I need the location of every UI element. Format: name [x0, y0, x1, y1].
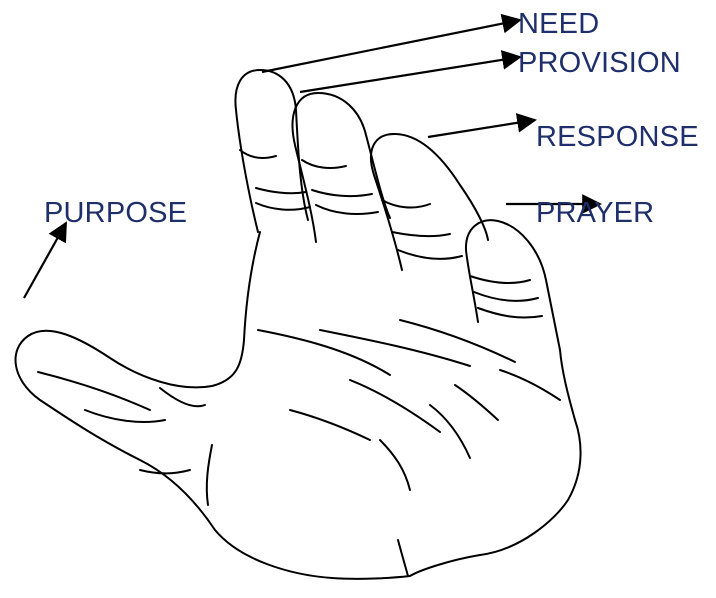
label-purpose: PURPOSE	[44, 197, 187, 229]
label-response: RESPONSE	[536, 121, 699, 153]
finger-little	[466, 220, 560, 350]
finger-ring	[371, 134, 488, 270]
label-need: NEED	[518, 8, 599, 40]
label-provision: PROVISION	[518, 47, 681, 79]
arrow-provision	[300, 57, 520, 92]
label-prayer: PRAYER	[536, 197, 654, 229]
hand-drawing	[16, 70, 581, 579]
hand-palm-outline	[16, 232, 581, 579]
arrow-response	[428, 120, 535, 137]
arrow-purpose	[24, 223, 66, 298]
